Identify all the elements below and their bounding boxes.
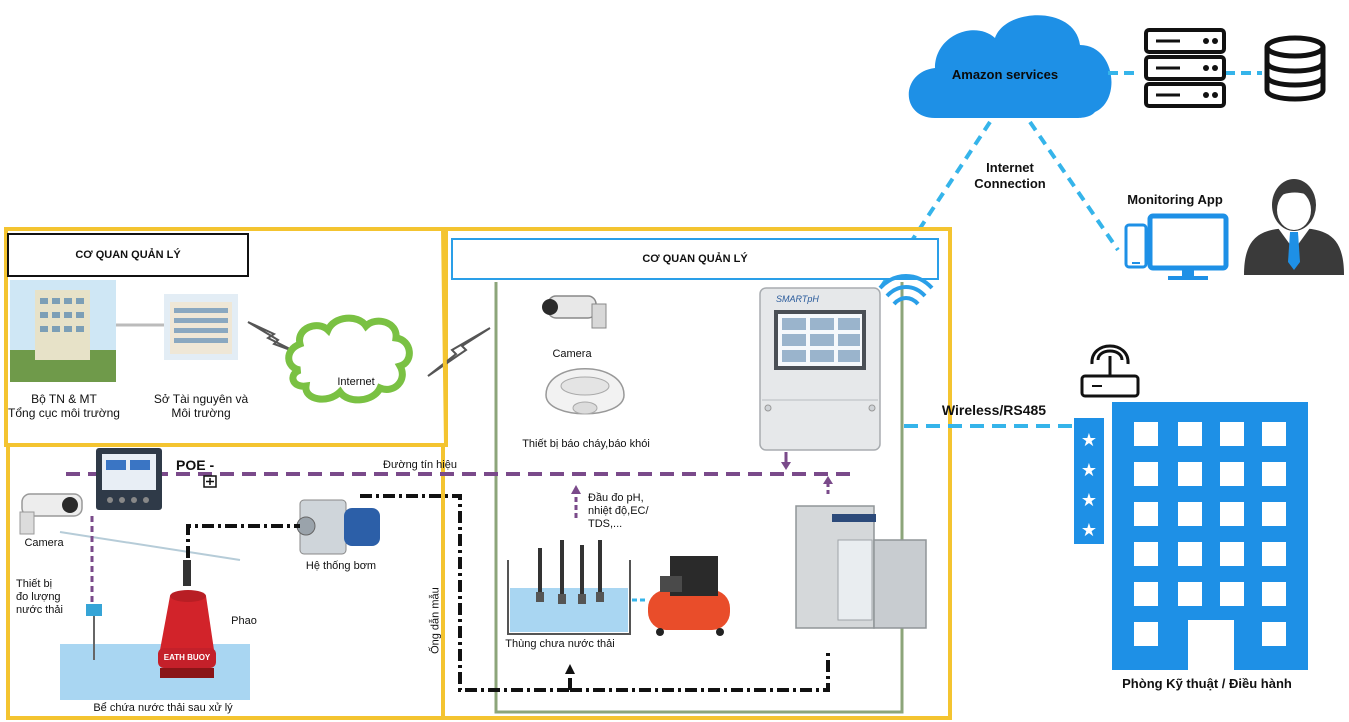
flow-meter-label: Thiết bị đo lượng nước thải bbox=[16, 578, 82, 618]
pump-icon bbox=[296, 499, 380, 555]
sample-pipe bbox=[186, 494, 830, 692]
smoke-detector-label: Thiết bị báo cháy,báo khói bbox=[522, 438, 650, 450]
flow-sensor-icon bbox=[86, 604, 102, 660]
signal-line-label: Đường tín hiệu bbox=[383, 459, 457, 471]
internet-connection-label: Internet Connection bbox=[955, 160, 1065, 191]
flow-meter-line3: nước thải bbox=[16, 604, 63, 617]
tank-label: Bể chứa nước thải sau xử lý bbox=[93, 702, 233, 714]
internet-cloud-icon bbox=[285, 314, 413, 404]
lightning-left bbox=[247, 321, 297, 353]
wastewater-tank-label: Thùng chưa nước thải bbox=[505, 638, 615, 650]
left-panel-header-frame bbox=[7, 233, 249, 277]
camera-top-label: Camera bbox=[552, 348, 592, 360]
probes-line1: Đầu đo pH, bbox=[588, 492, 644, 504]
agency1-label: Bộ TN & MT Tổng cục môi trường bbox=[0, 392, 128, 421]
router-icon bbox=[1080, 344, 1140, 398]
camera-bottom-icon bbox=[19, 493, 83, 535]
building-icon: ★ ★ ★ ★ bbox=[1074, 402, 1308, 670]
flow-meter-controller bbox=[96, 448, 162, 510]
server-icon bbox=[1144, 28, 1226, 108]
database-icon bbox=[1264, 35, 1326, 102]
buoy-icon bbox=[158, 560, 216, 678]
controller-brand-label: SMARTpH bbox=[776, 294, 819, 304]
probes-line3: TDS,... bbox=[588, 518, 623, 531]
amazon-services-label: Amazon services bbox=[951, 67, 1059, 82]
plus-box-icon bbox=[203, 475, 217, 488]
amazon-cloud-icon bbox=[908, 15, 1112, 118]
internet-label: Internet bbox=[337, 376, 375, 388]
lightning-right bbox=[427, 327, 491, 377]
camera-bottom-label: Camera bbox=[24, 537, 64, 549]
flow-meter-line2: đo lượng bbox=[16, 591, 61, 604]
wifi-icon bbox=[878, 274, 934, 306]
agency1-line1: Bộ TN & MT bbox=[31, 392, 97, 406]
agency-building-2 bbox=[164, 294, 238, 360]
agency2-line1: Sở Tài nguyên và bbox=[153, 392, 249, 406]
smoke-detector-icon bbox=[545, 368, 625, 415]
center-panel-header: CƠ QUAN QUẢN LÝ bbox=[642, 253, 748, 265]
internet-connection-line1: Internet bbox=[986, 160, 1034, 175]
probes-label: Đầu đo pH, nhiệt độ,EC/ TDS,... bbox=[588, 492, 668, 532]
svg-text:★: ★ bbox=[1081, 490, 1097, 511]
agency2-line2: Môi trường bbox=[171, 406, 231, 421]
user-icon bbox=[1244, 179, 1344, 275]
pipe-arrow-icon bbox=[565, 664, 575, 674]
center-panel-frame bbox=[440, 227, 952, 720]
flow-meter-line1: Thiết bị bbox=[16, 578, 53, 590]
poe-label: POE - bbox=[176, 457, 215, 473]
center-panel-header-frame bbox=[451, 238, 939, 280]
building-label: Phòng Kỹ thuật / Điều hành bbox=[1122, 676, 1292, 691]
internet-connection-line2: Connection bbox=[974, 175, 1046, 191]
phone-icon bbox=[1124, 223, 1148, 269]
monitoring-app-label: Monitoring App bbox=[1127, 192, 1223, 207]
green-inner-frame bbox=[494, 282, 904, 714]
cloud-to-app-link bbox=[1028, 120, 1120, 252]
wastewater-tank bbox=[507, 540, 631, 635]
pump-label: Hệ thống bơm bbox=[305, 560, 377, 572]
camera-top-icon bbox=[542, 295, 607, 329]
probes-line2: nhiệt độ,EC/ bbox=[588, 505, 649, 518]
treated-water-tank bbox=[59, 531, 250, 700]
agency2-label: Sở Tài nguyên và Môi trường bbox=[136, 392, 266, 421]
agency1-line2: Tổng cục môi trường bbox=[8, 406, 120, 421]
buoy-label: Phao bbox=[231, 615, 257, 627]
bottom-panel-frame bbox=[6, 443, 443, 720]
buoy-text: EATH BUOY bbox=[163, 653, 211, 662]
svg-text:★: ★ bbox=[1081, 460, 1097, 481]
air-compressor bbox=[648, 556, 730, 636]
svg-text:★: ★ bbox=[1081, 430, 1097, 451]
sample-pipe-label: Ống dẫn mẫu bbox=[429, 587, 442, 654]
smartph-controller bbox=[759, 287, 881, 451]
monitor-icon bbox=[1147, 213, 1229, 280]
svg-text:★: ★ bbox=[1081, 520, 1097, 541]
wireless-label: Wireless/RS485 bbox=[941, 402, 1047, 418]
sampler-cabinet bbox=[795, 505, 927, 629]
left-panel-header: CƠ QUAN QUẢN LÝ bbox=[75, 249, 181, 261]
agency-building-1 bbox=[10, 280, 116, 382]
